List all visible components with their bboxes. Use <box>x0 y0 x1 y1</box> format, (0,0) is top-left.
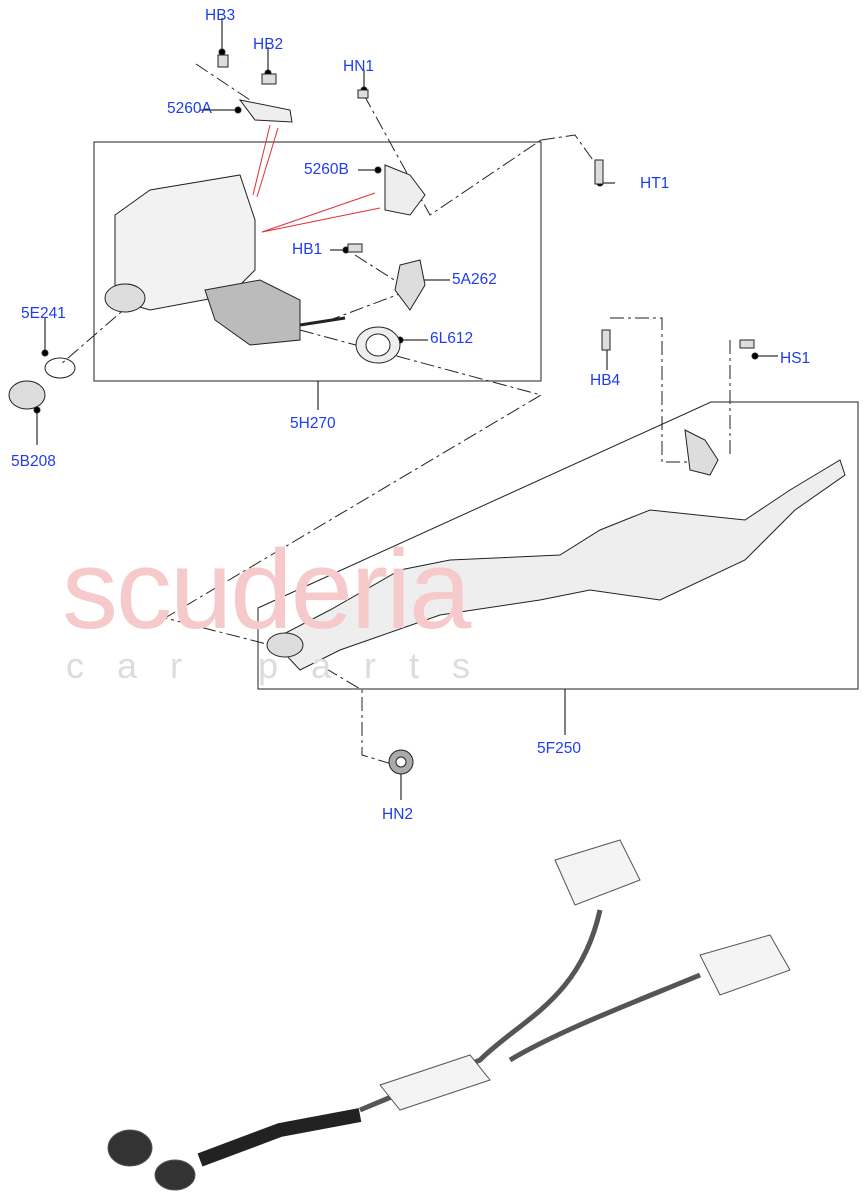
callout-6l612[interactable]: 6L612 <box>430 330 474 347</box>
callout-5e241[interactable]: 5E241 <box>21 305 66 322</box>
gasket-6l612 <box>355 326 401 364</box>
leader-lines <box>36 18 778 800</box>
callout-hs1[interactable]: HS1 <box>780 350 811 367</box>
callout-5h270[interactable]: 5H270 <box>290 415 336 432</box>
callout-ht1[interactable]: HT1 <box>640 175 670 192</box>
bracket-5260b <box>384 164 426 216</box>
fasteners <box>217 54 755 476</box>
callout-5260b[interactable]: 5260B <box>304 161 349 178</box>
callout-hb2[interactable]: HB2 <box>253 36 284 53</box>
callout-hn2[interactable]: HN2 <box>382 806 414 823</box>
group-box-5f250 <box>257 401 859 690</box>
ring-5e241 <box>44 357 76 379</box>
callout-hb3[interactable]: HB3 <box>205 7 236 24</box>
clamp-5b208 <box>8 380 46 410</box>
callout-hn1[interactable]: HN1 <box>343 58 375 75</box>
dpf-assembly-illustration <box>104 174 346 346</box>
callout-dots <box>33 48 759 774</box>
assembly-lines <box>59 63 731 766</box>
callout-5f250[interactable]: 5F250 <box>537 740 581 757</box>
intermediate-pipe-illustration <box>266 459 846 671</box>
grommet-hn2 <box>388 749 414 775</box>
callout-hb1[interactable]: HB1 <box>292 241 323 258</box>
callout-hb4[interactable]: HB4 <box>590 372 621 389</box>
callout-5260a[interactable]: 5260A <box>167 100 212 117</box>
bracket-5260a <box>238 99 293 123</box>
exhaust-system-overview <box>107 839 791 1191</box>
bracket-5a262 <box>394 259 426 311</box>
reference-lines <box>252 124 381 233</box>
callout-5b208[interactable]: 5B208 <box>11 453 56 470</box>
callout-5a262[interactable]: 5A262 <box>452 271 497 288</box>
